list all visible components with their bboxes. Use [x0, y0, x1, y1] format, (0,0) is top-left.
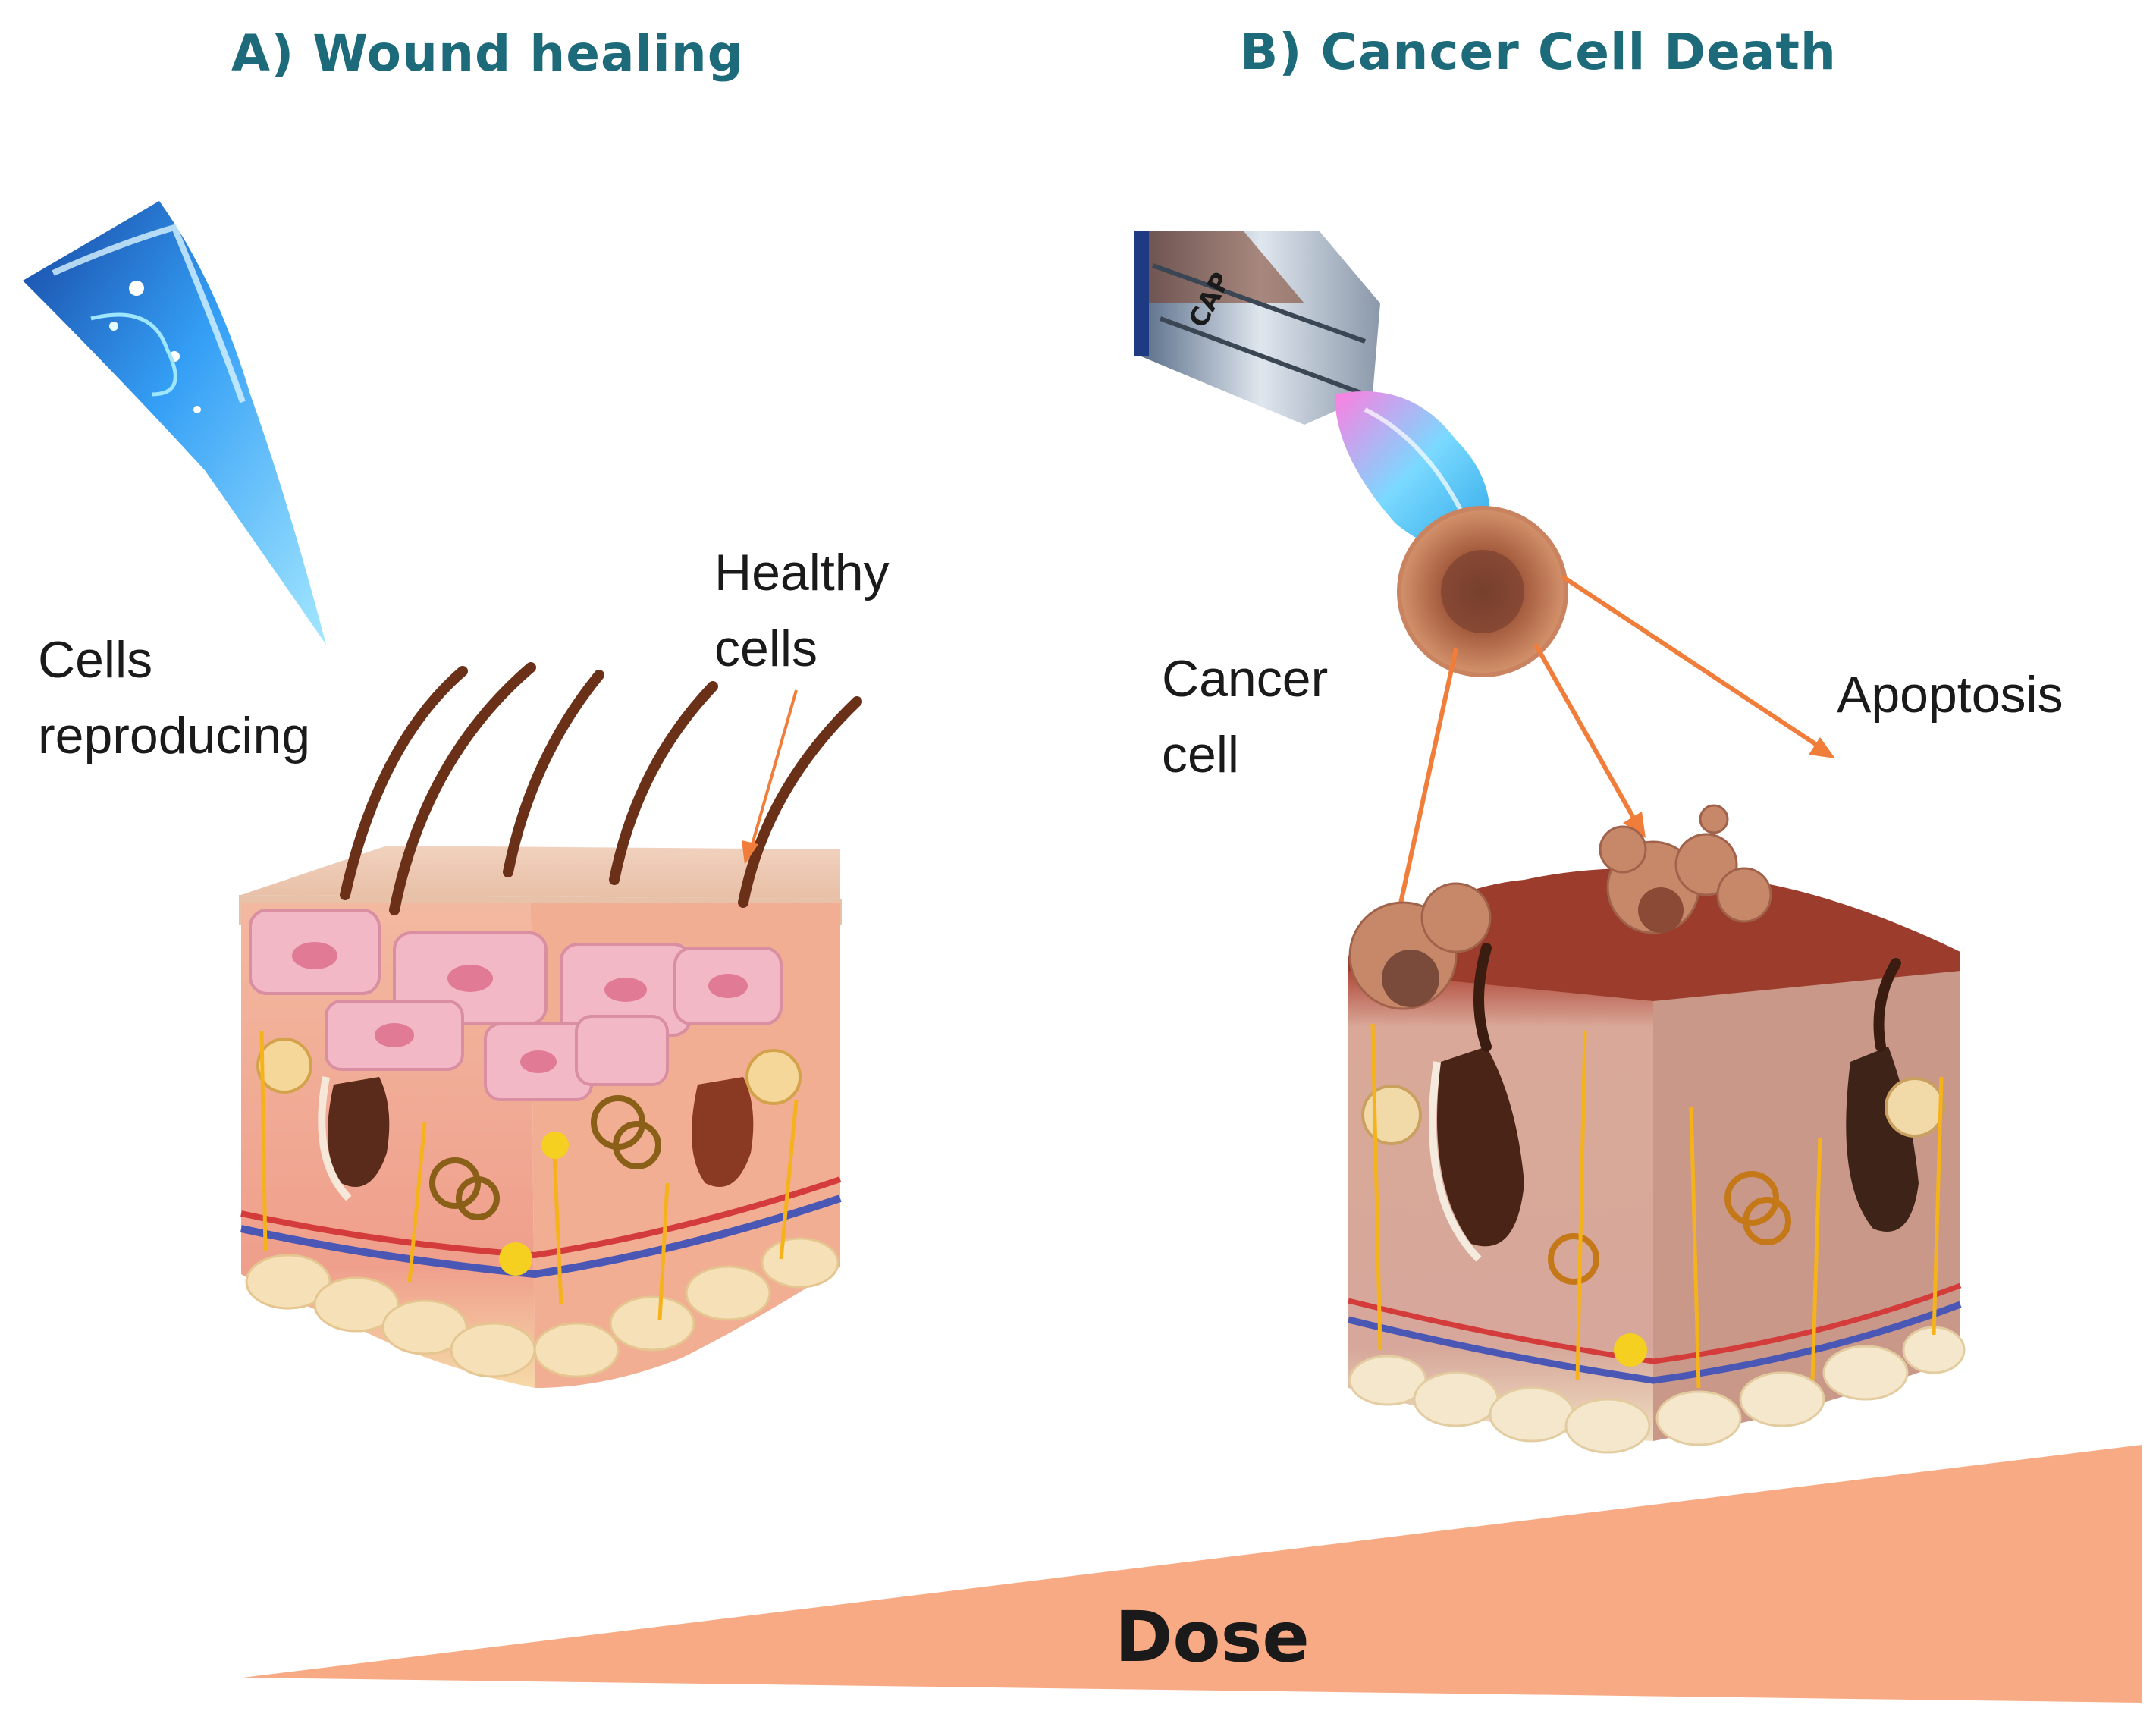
dose-label: Dose [1115, 1596, 1310, 1678]
panel-a-title: A) Wound healing [231, 24, 744, 83]
cells-reproducing-label: Cells reproducing [38, 622, 310, 774]
cancer-cell-label: Cancer cell [1162, 641, 1328, 793]
dose-wedge [243, 1445, 2142, 1703]
apoptosis-label: Apoptosis [1837, 666, 2063, 724]
cancer-cell-icon [1397, 506, 1568, 677]
panel-b-title: B) Cancer Cell Death [1240, 23, 1837, 81]
healthy-cells-arrow [742, 689, 798, 865]
healthy-cells-label-line2: cells [714, 620, 818, 677]
plasma-jet-icon [23, 201, 326, 645]
cancer-skin-block-illustration [1347, 804, 1966, 1454]
cells-reproducing-label-line1: Cells [38, 631, 153, 689]
cap-device-icon [1134, 231, 1490, 551]
cancer-cell-label-line2: cell [1162, 726, 1240, 783]
cells-reproducing-label-line2: reproducing [38, 707, 311, 764]
healthy-cells-label-line1: Healthy [714, 544, 890, 601]
healthy-skin-block-illustration [239, 662, 862, 1388]
cancer-cell-label-line1: Cancer [1162, 650, 1329, 708]
healthy-cells-label: Healthy cells [714, 535, 890, 686]
